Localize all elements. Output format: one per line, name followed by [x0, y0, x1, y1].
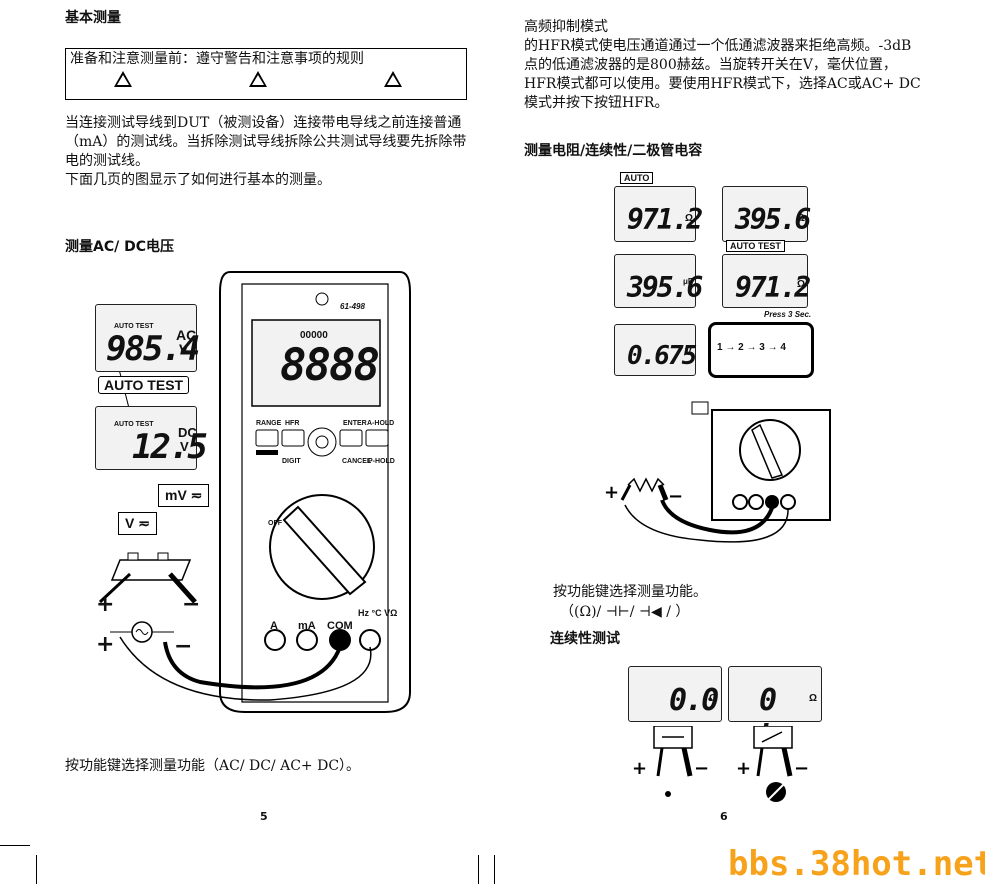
auto-test-tag: AUTO TEST	[98, 376, 190, 394]
lcd-unit: μF	[683, 277, 693, 286]
lcd-unit: V	[685, 347, 692, 358]
paragraph-connect-leads: 当连接测试导线到DUT（被测设备）连接带电导线之前连接普通（mA）的测试线。当拆…	[65, 115, 467, 169]
lcd-reading: 971.2	[735, 271, 811, 304]
button-range-label: RANGE	[256, 420, 282, 427]
lcd-unit-v: V	[179, 341, 189, 357]
crop-mark	[478, 855, 479, 884]
meter-main-digits: 8888	[280, 340, 380, 391]
svg-text:−: −	[694, 758, 709, 779]
lcd-diode: 0.675 V	[614, 324, 697, 376]
crop-mark	[36, 855, 37, 884]
lcd-auto-label: AUTO TEST	[114, 323, 154, 330]
lcd-resistance-d: 971.2 Ω	[722, 254, 811, 308]
lcd-unit: Ω	[685, 213, 694, 224]
lcd-unit: Ω	[797, 279, 806, 290]
lcd-unit-ac: AC	[176, 327, 197, 343]
lcd-dc-voltage: AUTO TEST 12.5 DC V	[95, 406, 208, 470]
svg-text:+: +	[632, 758, 647, 779]
plus-sign: +	[96, 632, 115, 657]
multimeter-body-drawing	[98, 271, 411, 713]
lcd-continuity-open: 0 L. Ω	[728, 666, 822, 753]
resistance-meter-drawing: + −	[604, 401, 831, 543]
lcd-continuity-closed: 0.0 Ω	[628, 666, 722, 722]
lcd-capacitance: 395.6 μF	[614, 254, 703, 308]
lcd-unit: Ω	[809, 693, 818, 704]
caption-acdc: 按功能键选择测量功能（AC/ DC/ AC+ DC）。	[65, 758, 361, 774]
minus-sign: −	[174, 634, 193, 659]
button-hfr-label: HFR	[285, 420, 300, 427]
button-cancel-label: CANCEL	[342, 458, 372, 465]
figure-resistance-lcds: AUTO 971.2 Ω 395.6 Ω 395.6 μF AUTO TEST …	[612, 170, 842, 378]
press-3-sec-label: Press 3 Sec.	[764, 310, 812, 319]
lcd-reading: 0.675	[627, 341, 697, 371]
svg-text:−: −	[794, 758, 809, 779]
lcd-resistance-b: 395.6 Ω	[722, 186, 811, 242]
lcd-unit-v: V	[180, 439, 189, 454]
mode-cycle-diagram: 1 → 2 → 3 → 4	[708, 322, 814, 378]
paragraph-figures-intro: 下面几页的图显示了如何进行基本的测量。	[65, 172, 331, 188]
figure-continuity: 0.0 Ω 0 L. Ω + − + −	[628, 650, 828, 810]
lcd-unit-dc: DC	[178, 425, 197, 440]
warning-text: 准备和注意测量前：遵守警告和注意事项的规则	[70, 51, 364, 67]
auto-tag: AUTO	[620, 172, 654, 184]
button-ahold-label: A-HOLD	[367, 420, 395, 427]
crop-mark	[0, 845, 30, 846]
button-digit-label: DIGIT	[282, 458, 301, 465]
mode-cycle-label: 1 → 2 → 3 → 4	[717, 342, 786, 353]
lcd-auto-label: AUTO TEST	[114, 421, 154, 428]
warning-triangle-icon: !	[384, 71, 402, 87]
button-phold-label: P-HOLD	[368, 458, 395, 465]
lcd-reading: 0.0	[669, 683, 719, 718]
heading-acdc-voltage: 测量AC/ DC电压	[65, 239, 174, 255]
caption-select-function: 按功能键选择测量功能。	[553, 584, 707, 600]
svg-text:+: +	[736, 758, 751, 779]
jack-com-label: COM	[327, 620, 353, 632]
minus-sign: −	[182, 592, 201, 617]
warning-triangle-icon: !	[249, 71, 267, 87]
heading-basic-measurement: 基本测量	[65, 10, 121, 26]
dial-off-label: OFF	[268, 520, 282, 527]
lcd-reading: 971.2	[627, 203, 703, 236]
lcd-reading: 12.5	[132, 427, 208, 467]
lcd-unit: Ω	[709, 693, 718, 704]
lcd-ac-voltage: AUTO TEST 985.4 AC V	[95, 304, 200, 372]
warning-box: 准备和注意测量前：遵守警告和注意事项的规则 ! ! !	[65, 48, 467, 100]
heading-resistance: 测量电阻/连续性/二极管电容	[524, 143, 703, 159]
warning-triangle-icon: !	[114, 71, 132, 87]
svg-text:−: −	[668, 486, 683, 507]
mv-callout: mV ≂	[158, 484, 210, 507]
page-number-right: 6	[720, 810, 728, 823]
lcd-reading: 985.4	[106, 329, 200, 369]
lcd-unit: Ω	[797, 213, 806, 224]
continuity-circuits: + − + −	[632, 726, 809, 802]
jack-v-label: Hz °C VΩ	[358, 608, 398, 618]
figure-acdc-voltage: AUTO TEST 985.4 AC V AUTO TEST AUTO TEST…	[70, 262, 470, 722]
paragraph-hfr: 的HFR模式使电压通道通过一个低通滤波器来拒绝高频。-3dB点的低通滤波器的是8…	[524, 38, 921, 111]
lcd-resistance-a: 971.2 Ω	[614, 186, 703, 242]
lcd-reading: 395.6	[735, 203, 811, 236]
meter-model: 61-498	[340, 302, 365, 311]
lcd-reading: 395.6	[627, 271, 703, 304]
svg-text:+: +	[604, 482, 619, 503]
watermark: bbs.38hot.net	[728, 844, 985, 884]
page-number-left: 5	[260, 810, 268, 823]
heading-continuity: 连续性测试	[550, 631, 620, 647]
jack-ma-label: mA	[298, 620, 316, 632]
auto-test-tag: AUTO TEST	[726, 240, 785, 252]
plus-sign: +	[96, 592, 115, 617]
jack-a-label: A	[270, 620, 278, 632]
caption-function-symbols: （(Ω)/ ⊣⊢/ ⊣◀ / ）	[560, 604, 690, 620]
meter-small-digits: 00000	[300, 330, 328, 341]
button-enter-label: ENTER	[343, 420, 367, 427]
crop-mark	[494, 855, 495, 884]
v-callout: V ≂	[118, 512, 157, 535]
heading-hfr-mode: 高频抑制模式	[524, 19, 608, 35]
